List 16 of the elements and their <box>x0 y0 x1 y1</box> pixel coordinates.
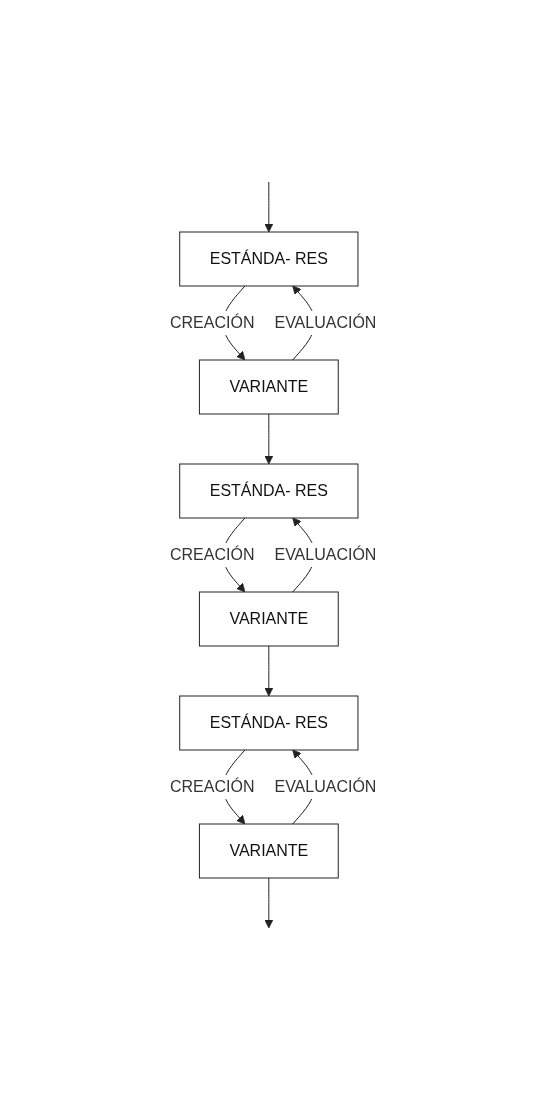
arrow <box>264 877 274 929</box>
arrow <box>264 645 274 697</box>
node-box: VARIANTE <box>199 591 340 647</box>
edge-label: CREACIÓN <box>170 314 255 331</box>
edge-label: CREACIÓN <box>170 546 255 563</box>
arrow <box>264 413 274 465</box>
node-box: ESTÁNDA- RES <box>179 231 359 287</box>
node-box: ESTÁNDA- RES <box>179 695 359 751</box>
node-box: VARIANTE <box>199 359 340 415</box>
edge-label: CREACIÓN <box>170 778 255 795</box>
node-box: VARIANTE <box>199 823 340 879</box>
edge-label: EVALUACIÓN <box>274 778 377 795</box>
edge-label: EVALUACIÓN <box>274 546 377 563</box>
edge-label: EVALUACIÓN <box>274 314 377 331</box>
arrow <box>264 181 274 233</box>
node-box: ESTÁNDA- RES <box>179 463 359 519</box>
